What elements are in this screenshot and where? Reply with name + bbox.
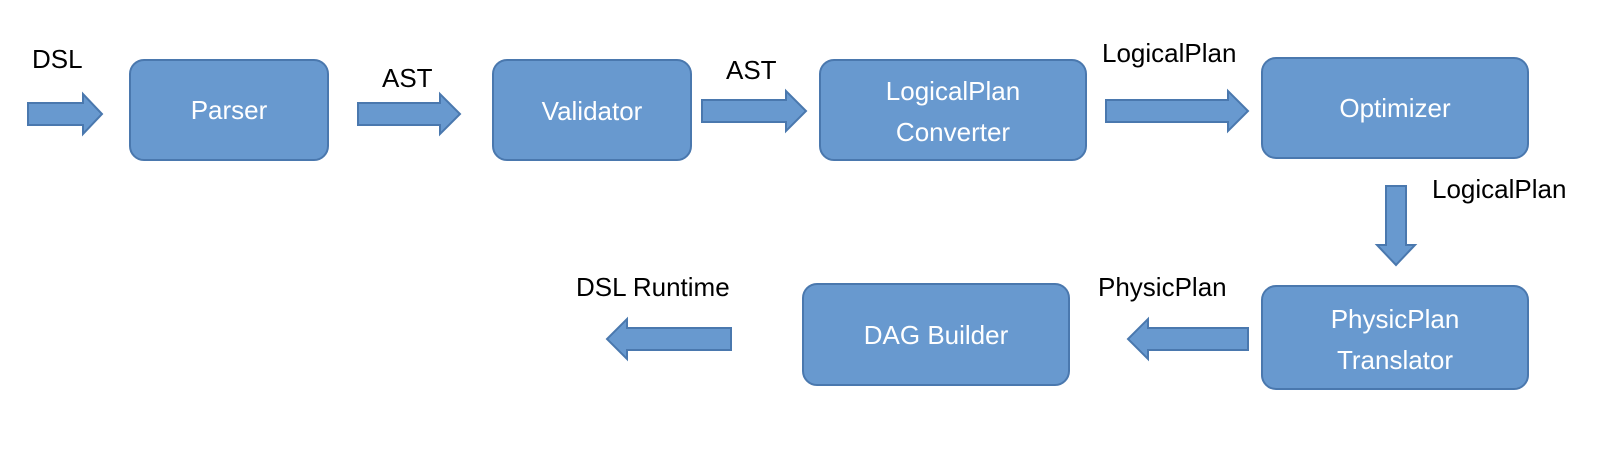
node-optimizer: Optimizer (1261, 57, 1529, 159)
node-validator: Validator (492, 59, 692, 161)
physicplan-translator-label-line1: PhysicPlan (1331, 304, 1460, 334)
logicalplan-converter-label-line1: LogicalPlan (886, 76, 1020, 106)
dag-builder-label: DAG Builder (864, 320, 1009, 350)
arrow-validator-to-converter (701, 88, 808, 134)
arrow-converter-to-optimizer (1105, 88, 1250, 134)
physicplan-translator-label-line2: Translator (1337, 345, 1453, 375)
label-validator-to-converter: AST (726, 55, 777, 85)
node-dag-builder: DAG Builder (802, 283, 1070, 386)
arrow-optimizer-to-translator (1374, 185, 1418, 267)
parser-box (129, 59, 329, 161)
validator-box (492, 59, 692, 161)
optimizer-label: Optimizer (1339, 93, 1451, 123)
arrow-parser-to-validator (357, 91, 462, 137)
label-dag-to-runtime: DSL Runtime (576, 272, 730, 302)
label-optimizer-to-translator: LogicalPlan (1432, 174, 1566, 204)
logicalplan-converter-label-line2: Converter (896, 117, 1010, 147)
label-converter-to-optimizer: LogicalPlan (1102, 38, 1236, 68)
label-parser-to-validator: AST (382, 63, 433, 93)
dag-builder-box (802, 283, 1070, 386)
label-dsl-input: DSL (32, 44, 83, 74)
node-logicalplan-converter: LogicalPlan Converter (819, 59, 1087, 161)
physicplan-translator-box (1261, 285, 1529, 390)
parser-label: Parser (191, 95, 268, 125)
validator-label: Validator (542, 96, 643, 126)
arrow-dsl-input (27, 91, 104, 137)
arrow-dag-to-runtime (605, 316, 732, 362)
arrow-translator-to-dag (1126, 316, 1249, 362)
label-translator-to-dag: PhysicPlan (1098, 272, 1227, 302)
node-physicplan-translator: PhysicPlan Translator (1261, 285, 1529, 390)
logicalplan-converter-box (819, 59, 1087, 161)
optimizer-box (1261, 57, 1529, 159)
node-parser: Parser (129, 59, 329, 161)
